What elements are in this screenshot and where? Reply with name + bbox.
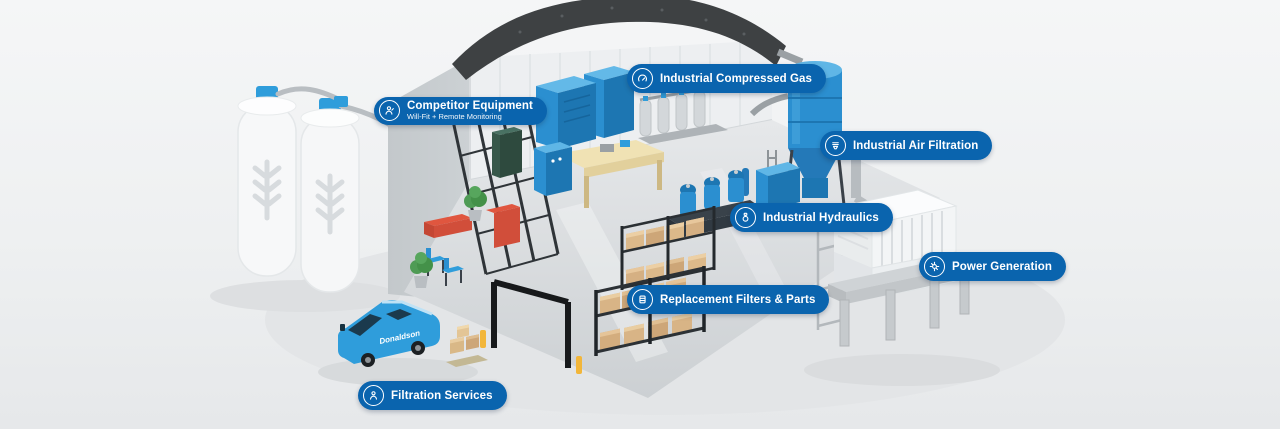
compressor-cabinets: [536, 66, 634, 149]
floor-gloss: [556, 168, 792, 362]
callout-label: Power Generation: [952, 260, 1053, 273]
bollard: [480, 330, 486, 348]
grain-silo-right: [300, 98, 360, 293]
callout-filtration-services[interactable]: Filtration Services: [358, 381, 507, 410]
gauge-icon: [632, 68, 653, 89]
potted-plant: [410, 252, 433, 288]
callout-label: Industrial Compressed Gas: [660, 72, 813, 85]
callout-label: Industrial Air Filtration: [853, 139, 979, 152]
callout-label: Filtration Services: [391, 389, 493, 402]
callout-competitor-equipment[interactable]: Competitor Equipment Will-Fit + Remote M…: [374, 97, 547, 125]
roof: [452, 0, 786, 80]
filter-box-icon: [632, 289, 653, 310]
callout-replacement-filters-parts[interactable]: Replacement Filters & Parts: [627, 285, 830, 314]
service-person-icon: [363, 385, 384, 406]
callout-sublabel: Will-Fit + Remote Monitoring: [407, 112, 502, 122]
blue-machine: [534, 142, 572, 196]
dust-collector: [749, 48, 846, 210]
waiting-area-furniture: [424, 204, 520, 286]
callout-industrial-hydraulics[interactable]: Industrial Hydraulics: [730, 203, 893, 232]
callout-industrial-compressed-gas[interactable]: Industrial Compressed Gas: [627, 64, 827, 93]
turbine-icon: [924, 256, 945, 277]
green-cabinet: [492, 127, 522, 178]
callout-label: Replacement Filters & Parts: [660, 293, 816, 306]
delivery-van: Donaldson: [338, 300, 440, 367]
grain-silo-left: [237, 86, 297, 277]
air-filter-icon: [825, 135, 846, 156]
hydraulic-pump-icon: [735, 207, 756, 228]
callout-industrial-air-filtration[interactable]: Industrial Air Filtration: [820, 131, 993, 160]
callout-label: Competitor Equipment: [407, 100, 533, 112]
potted-plant: [464, 186, 487, 221]
pallet-boxes: [446, 324, 488, 367]
callout-label: Industrial Hydraulics: [763, 211, 879, 224]
technician-icon: [379, 100, 400, 122]
wheat-icon: [252, 159, 282, 221]
callout-power-generation[interactable]: Power Generation: [919, 252, 1067, 281]
door-frame: [480, 279, 582, 374]
wheat-icon: [315, 173, 345, 235]
bollard: [576, 356, 582, 374]
